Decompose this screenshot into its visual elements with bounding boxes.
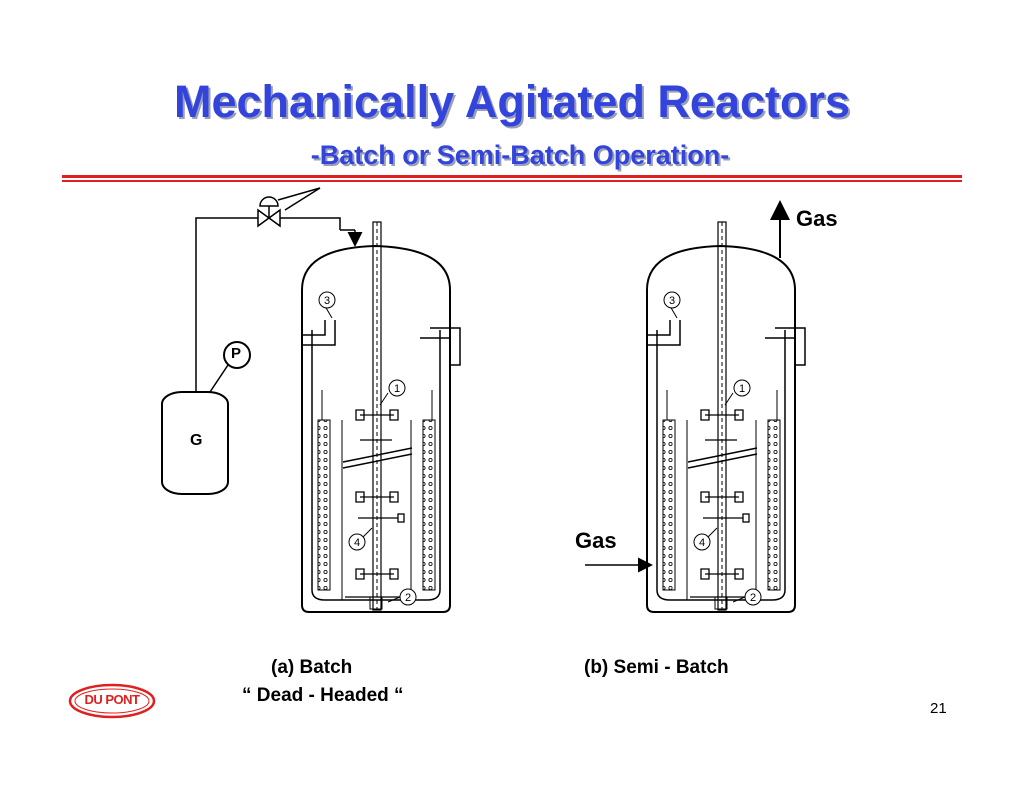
tank-label: G	[190, 432, 203, 449]
vessel-a-inner	[311, 330, 441, 601]
logo-text: DU PONT	[84, 692, 141, 707]
caption-b: (b) Semi - Batch	[584, 657, 729, 678]
gas-in-label: Gas	[575, 528, 617, 553]
callout-2-a: 2	[405, 592, 411, 604]
callout-2-b: 2	[750, 592, 756, 604]
callout-1-b: 1	[739, 383, 745, 395]
gas-supply-piping	[195, 187, 341, 392]
coil-a-left	[317, 419, 331, 591]
title-rule-top	[62, 175, 962, 178]
callout-3-a: 3	[324, 295, 330, 307]
reactor-a	[301, 221, 461, 613]
page-number: 21	[930, 700, 947, 717]
coil-a-right	[422, 419, 436, 591]
vessel-b-outer	[646, 244, 796, 613]
gas-out-label: Gas	[796, 206, 838, 231]
valve-actuator	[259, 196, 279, 207]
slide-subtitle: -Batch or Semi-Batch Operation-	[310, 140, 730, 170]
title-rule-bottom	[62, 180, 962, 182]
callout-4-a: 4	[354, 537, 360, 549]
pump-label: P	[231, 345, 242, 362]
slide-title: Mechanically Agitated Reactors	[173, 76, 851, 127]
caption-a-line1: (a) Batch	[271, 657, 353, 678]
vessel-a-outer	[301, 244, 451, 613]
reactor-b	[646, 221, 806, 613]
pressure-gauge-icon	[223, 341, 251, 369]
callout-1-a: 1	[394, 383, 400, 395]
caption-a-line2: “ Dead - Headed “	[242, 685, 404, 706]
valve-body	[257, 208, 281, 228]
dupont-logo	[68, 683, 156, 719]
gas-tank	[161, 391, 229, 495]
callout-4-b: 4	[699, 537, 705, 549]
callout-3-b: 3	[669, 295, 675, 307]
